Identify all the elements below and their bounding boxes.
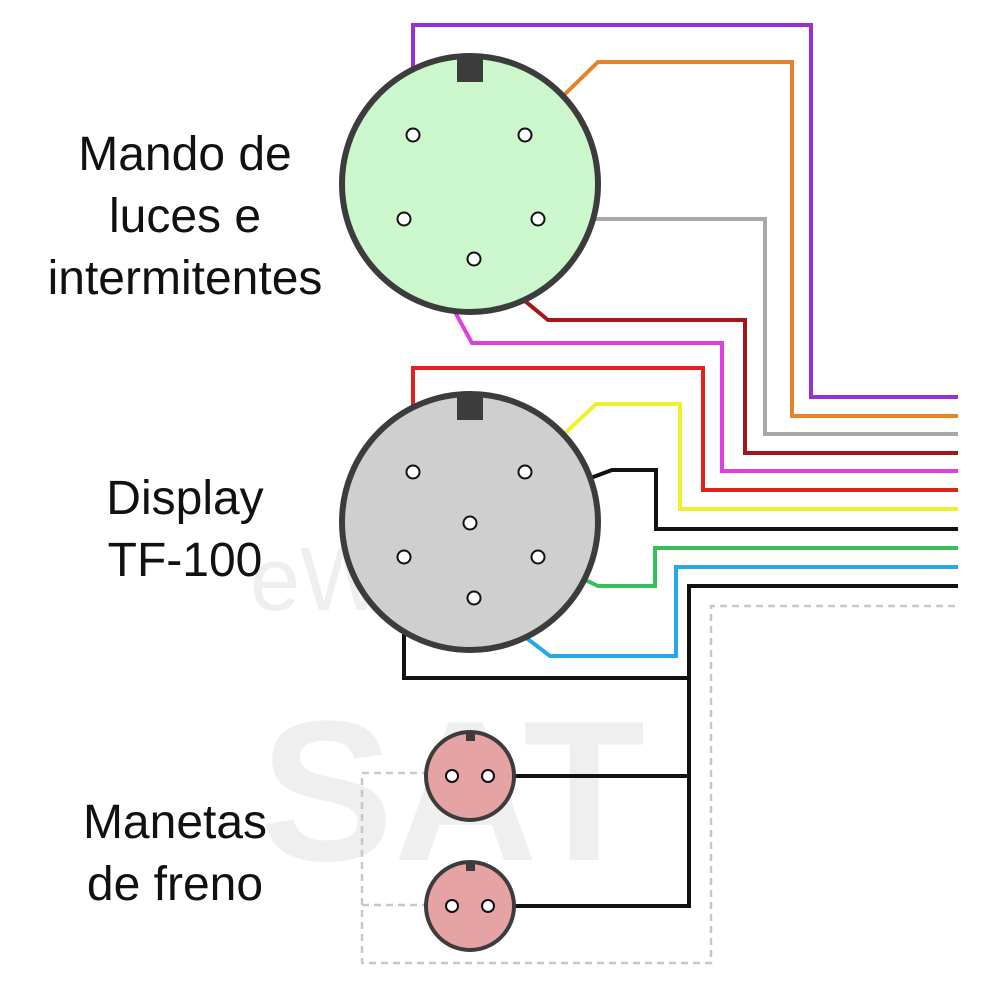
maneta-connector-1 <box>424 730 516 822</box>
wire-gray <box>538 217 958 436</box>
label-line: luces e <box>108 190 262 243</box>
display-connector <box>339 391 601 653</box>
pin <box>445 899 459 913</box>
label-manetas: Manetas de freno <box>60 792 290 916</box>
pin <box>517 127 533 143</box>
key-notch <box>457 56 483 82</box>
label-line: de freno <box>86 858 264 911</box>
pin <box>530 549 546 565</box>
wire-orange <box>523 60 958 418</box>
label-line: Mando de <box>78 128 292 181</box>
label-display: Display TF-100 <box>70 468 300 592</box>
pin <box>530 211 546 227</box>
pin <box>405 127 421 143</box>
pin <box>445 769 459 783</box>
pin <box>517 464 533 480</box>
label-line: Manetas <box>82 796 268 849</box>
label-line: Display <box>106 472 264 525</box>
pin <box>481 899 495 913</box>
mando-connector <box>339 53 601 315</box>
label-line: TF-100 <box>107 534 263 587</box>
maneta-connector-2 <box>424 860 516 952</box>
wire-yellow <box>523 402 958 511</box>
label-mando: Mando de luces e intermitentes <box>20 124 350 310</box>
pin <box>396 549 412 565</box>
pin <box>405 464 421 480</box>
pin <box>462 515 478 531</box>
pin <box>466 590 482 606</box>
wire-red <box>411 366 958 492</box>
key-notch <box>457 394 483 420</box>
wire-purple <box>411 23 958 399</box>
pin <box>481 769 495 783</box>
key-notch <box>466 862 475 871</box>
key-notch <box>466 732 475 741</box>
wire-black-brake-2 <box>488 776 691 908</box>
pin <box>396 211 412 227</box>
label-line: intermitentes <box>47 252 323 305</box>
pin <box>466 251 482 267</box>
